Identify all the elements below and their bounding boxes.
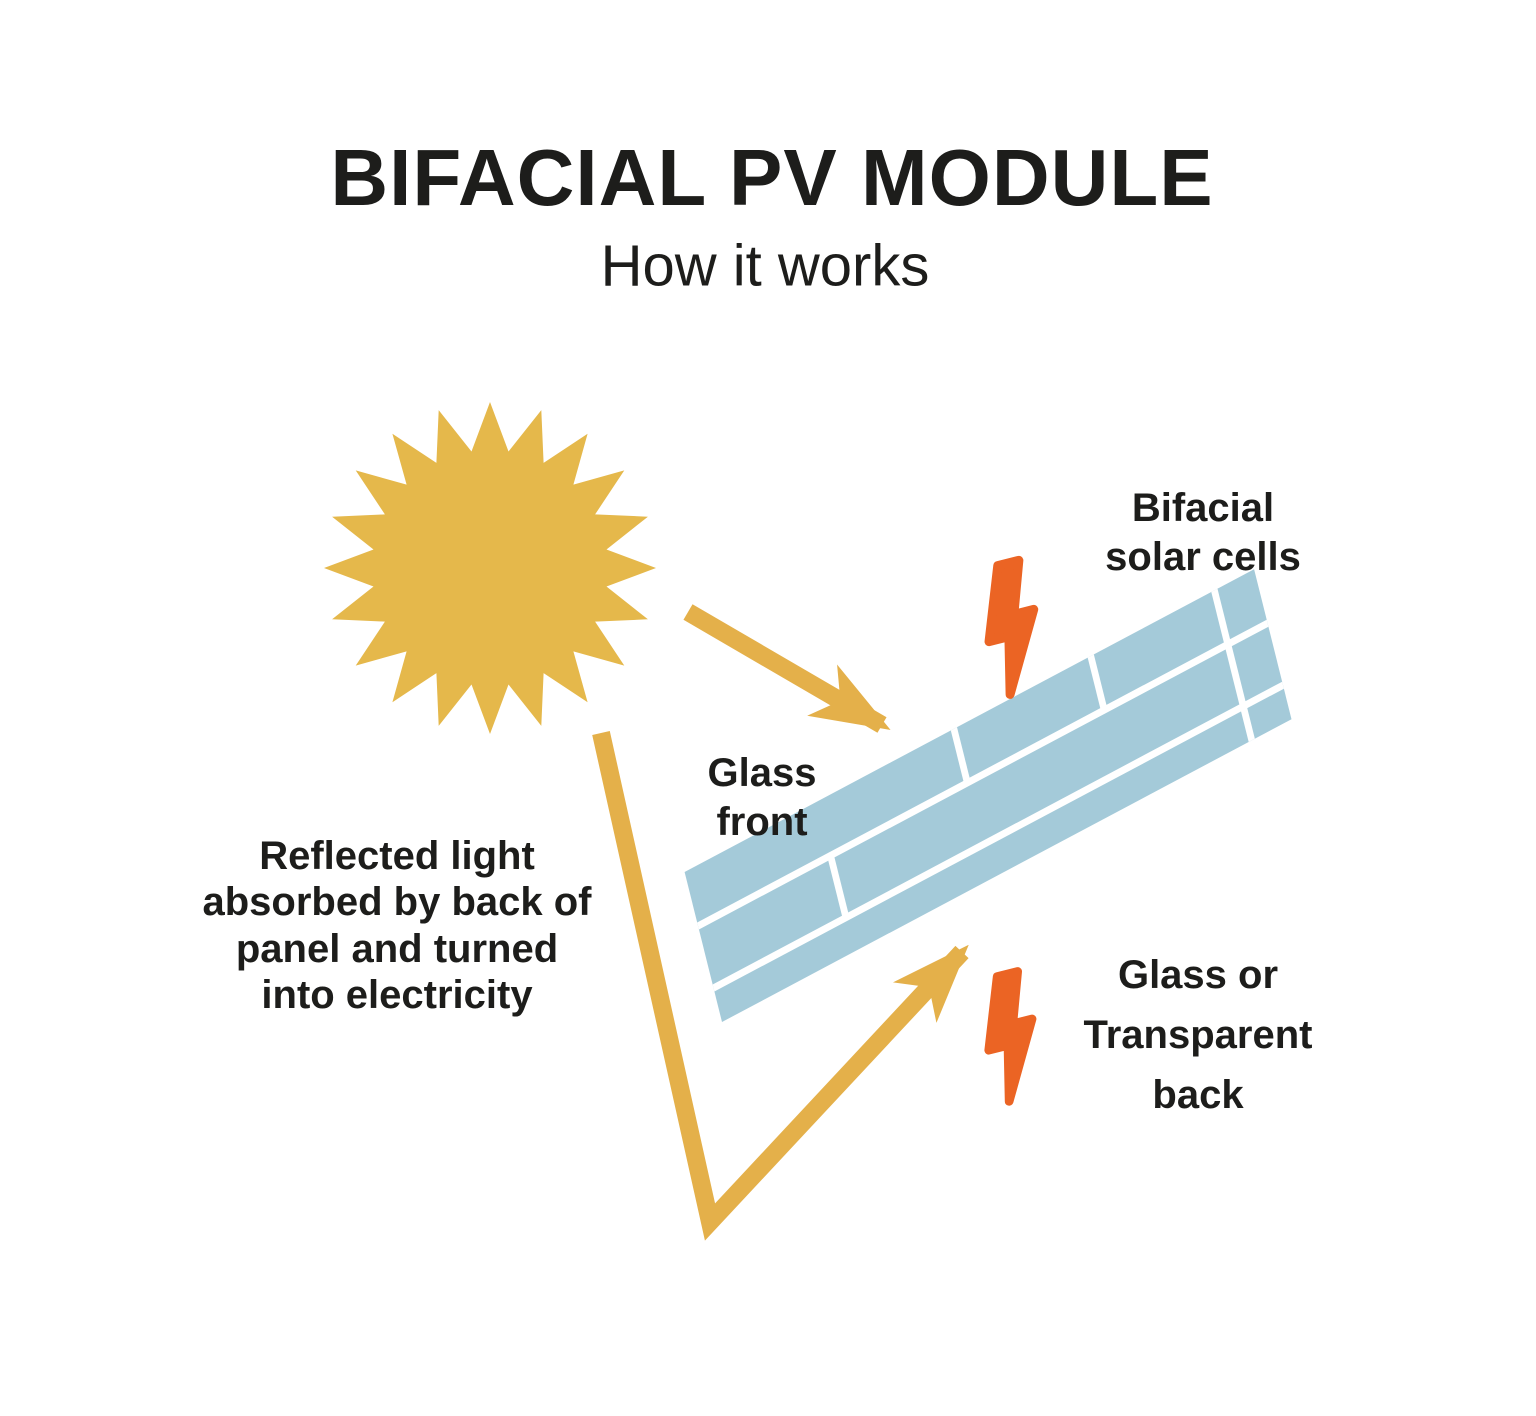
- label-line: Glass or: [1117, 953, 1279, 997]
- label-line: Bifacial: [1131, 486, 1275, 531]
- label-line: panel and turned: [235, 927, 559, 971]
- label-bifacial-solar-cells: Bifacial solar cells: [1105, 484, 1301, 582]
- label-line: Glass: [707, 751, 817, 796]
- solar-panel: [684, 569, 1292, 1022]
- label-line: front: [716, 800, 808, 844]
- label-line: into electricity: [261, 973, 533, 1018]
- panel-body: [684, 569, 1292, 1022]
- page-title: BIFACIAL PV MODULE: [330, 133, 1214, 222]
- label-line: solar cells: [1105, 535, 1301, 579]
- reflected-light-arrow: [592, 731, 969, 1241]
- label-reflected-light: Reflected light absorbed by back of pane…: [157, 833, 637, 1019]
- label-line: absorbed by back of: [202, 880, 592, 925]
- label-line: back: [1152, 1073, 1244, 1117]
- label-glass-front: Glass front: [708, 749, 817, 847]
- page-subtitle: How it works: [600, 233, 930, 299]
- incident-light-arrow: [683, 604, 891, 733]
- panel-cell-lines: [697, 588, 1284, 992]
- lightning-bolt-front-icon: [984, 555, 1039, 699]
- sun-icon: [324, 402, 656, 734]
- label-line: Transparent: [1083, 1013, 1313, 1057]
- label-glass-back: Glass or Transparent back: [1084, 945, 1313, 1125]
- label-line: Reflected light: [259, 834, 535, 879]
- lightning-bolt-back-icon: [984, 967, 1037, 1106]
